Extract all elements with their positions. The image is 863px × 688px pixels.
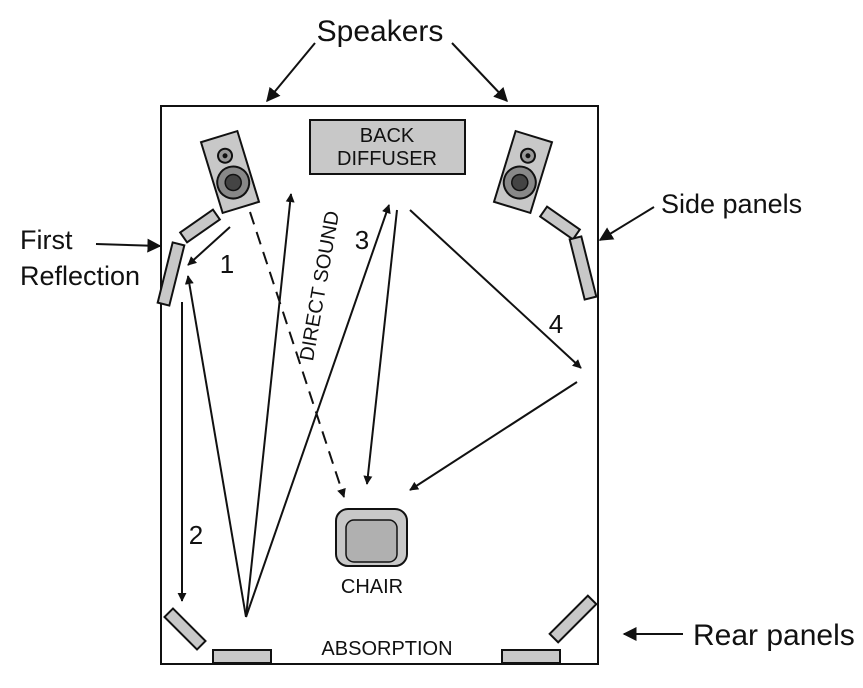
speakers-pointer-arrows bbox=[266, 42, 508, 103]
side-panels-label: Side panels bbox=[661, 189, 802, 219]
room-outline bbox=[160, 105, 599, 665]
left-side-panels bbox=[156, 208, 222, 307]
rear-reflection-arrow-b bbox=[245, 193, 295, 618]
path-3-arrow-down bbox=[363, 209, 398, 485]
speaker-icon bbox=[492, 129, 554, 215]
speakers-label: Speakers bbox=[317, 15, 444, 48]
first-reflection-label-line2: Reflection bbox=[20, 261, 140, 291]
chair-icon: CHAIR bbox=[335, 508, 408, 598]
right-side-panels bbox=[538, 205, 598, 301]
absorption-label: ABSORPTION bbox=[321, 638, 452, 660]
path-number-1: 1 bbox=[220, 249, 234, 279]
direct-sound-label: DIRECT SOUND bbox=[296, 209, 344, 362]
chair-label: CHAIR bbox=[341, 576, 403, 598]
rear-reflection-arrow-a bbox=[184, 275, 247, 618]
back-diffuser: BACK DIFFUSER bbox=[309, 119, 466, 175]
speaker-icon bbox=[199, 129, 261, 215]
side-panels-pointer-arrow bbox=[598, 206, 655, 241]
direct-sound-arrow bbox=[249, 211, 346, 498]
first-reflection-pointer-arrow bbox=[95, 238, 162, 253]
path-4-arrow bbox=[409, 209, 582, 369]
path-number-3: 3 bbox=[355, 225, 369, 255]
path-number-2: 2 bbox=[189, 520, 203, 550]
back-diffuser-label-line2: DIFFUSER bbox=[337, 148, 437, 170]
rear-panels bbox=[163, 594, 598, 664]
path-3-arrow-up bbox=[245, 204, 391, 618]
path-number-4: 4 bbox=[549, 309, 563, 339]
right-wall-to-chair-arrow bbox=[409, 381, 578, 491]
first-reflection-label-line1: First bbox=[20, 225, 73, 255]
sound-paths bbox=[177, 193, 582, 618]
rear-panels-label: Rear panels bbox=[693, 619, 855, 652]
path-1-arrow bbox=[187, 226, 231, 266]
back-diffuser-label-line1: BACK bbox=[360, 125, 415, 147]
